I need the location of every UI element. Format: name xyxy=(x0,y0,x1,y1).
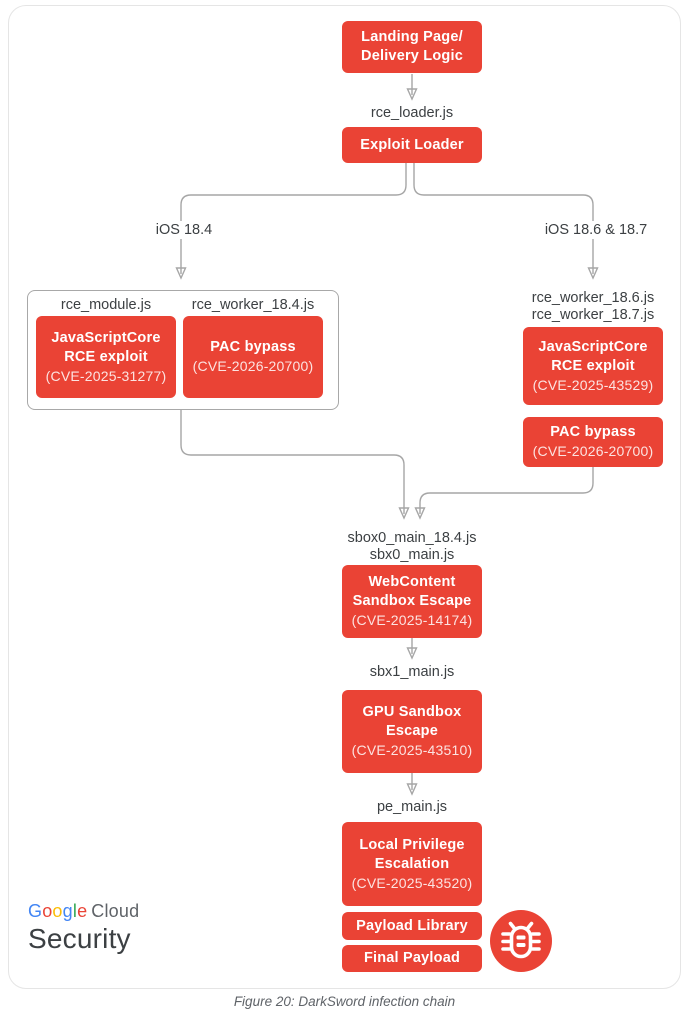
node-jsc-rce-exploit-right-cve: (CVE-2025-43529) xyxy=(532,376,654,393)
label-condition-ios-18-4: iOS 18.4 xyxy=(146,221,222,239)
node-jsc-rce-exploit-right-title: JavaScriptCore RCE exploit xyxy=(538,338,648,374)
node-landing-page: Landing Page/ Delivery Logic xyxy=(342,21,482,73)
label-condition-ios-18-6-18-7: iOS 18.6 & 18.7 xyxy=(537,221,655,239)
google-letter: g xyxy=(62,901,73,921)
node-pac-bypass-left: PAC bypass (CVE-2026-20700) xyxy=(183,316,323,398)
label-rce-module-file: rce_module.js xyxy=(60,297,152,313)
google-letter: e xyxy=(77,901,88,921)
label-sbx1-main-file: sbx1_main.js xyxy=(369,664,455,680)
node-webcontent-title: WebContent Sandbox Escape xyxy=(352,574,472,609)
node-payload-library: Payload Library xyxy=(342,912,482,940)
node-local-privilege-escalation: Local Privilege Escalation (CVE-2025-435… xyxy=(342,822,482,906)
node-gpu-sandbox-escape: GPU Sandbox Escape (CVE-2025-43510) xyxy=(342,690,482,773)
google-letter: o xyxy=(52,901,63,921)
malware-bug-icon xyxy=(490,910,552,972)
node-landing-page-label: Landing Page/ Delivery Logic xyxy=(361,29,463,64)
google-letter: G xyxy=(28,901,43,921)
node-webcontent-sandbox-escape: WebContent Sandbox Escape (CVE-2025-1417… xyxy=(342,565,482,638)
node-gpu-title: GPU Sandbox Escape xyxy=(362,704,462,739)
node-jsc-rce-exploit-right: JavaScriptCore RCE exploit (CVE-2025-435… xyxy=(523,327,663,405)
node-exploit-loader: Exploit Loader xyxy=(342,127,482,163)
node-pac-bypass-right-title: PAC bypass xyxy=(550,424,636,440)
node-gpu-cve: (CVE-2025-43510) xyxy=(351,742,473,758)
label-rce-worker-18-4-file: rce_worker_18.4.js xyxy=(191,297,315,313)
node-webcontent-cve: (CVE-2025-14174) xyxy=(351,612,473,628)
node-jsc-rce-exploit-left-title: JavaScriptCore RCE exploit xyxy=(51,329,161,365)
label-rce-worker-18-6-18-7-files: rce_worker_18.6.js rce_worker_18.7.js xyxy=(531,290,655,323)
label-pe-main-file: pe_main.js xyxy=(376,799,448,815)
node-jsc-rce-exploit-left: JavaScriptCore RCE exploit (CVE-2025-312… xyxy=(36,316,176,398)
cloud-wordmark: Cloud xyxy=(91,901,140,921)
node-pac-bypass-left-cve: (CVE-2026-20700) xyxy=(192,358,314,374)
node-final-payload: Final Payload xyxy=(342,945,482,972)
node-lpe-cve: (CVE-2025-43520) xyxy=(351,874,473,891)
node-jsc-rce-exploit-left-cve: (CVE-2025-31277) xyxy=(45,367,167,384)
label-sandbox-main-files: sbox0_main_18.4.js sbx0_main.js xyxy=(347,530,477,563)
node-pac-bypass-right: PAC bypass (CVE-2026-20700) xyxy=(523,417,663,467)
node-pac-bypass-left-title: PAC bypass xyxy=(210,339,296,355)
node-pac-bypass-right-cve: (CVE-2026-20700) xyxy=(532,443,654,459)
node-lpe-title: Local Privilege Escalation xyxy=(359,836,465,872)
figure-caption: Figure 20: DarkSword infection chain xyxy=(233,994,456,1009)
security-wordmark: Security xyxy=(28,923,131,954)
google-letter: l xyxy=(72,901,78,921)
google-letter: o xyxy=(42,901,53,921)
label-rce-loader-file: rce_loader.js xyxy=(370,105,454,121)
node-exploit-loader-label: Exploit Loader xyxy=(360,136,464,153)
node-final-payload-label: Final Payload xyxy=(363,950,461,966)
node-payload-library-label: Payload Library xyxy=(356,917,468,934)
